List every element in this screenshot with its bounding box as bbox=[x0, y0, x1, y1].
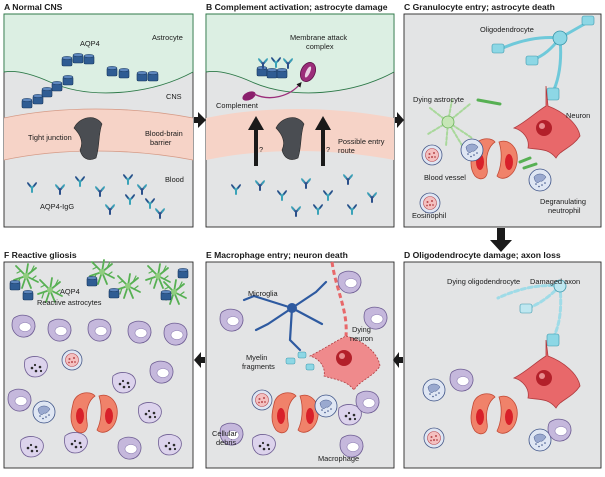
dying-astrocyte-label: Dying astrocyte bbox=[413, 95, 464, 104]
macrophage-f8 bbox=[117, 436, 142, 460]
eosinophil-f bbox=[61, 349, 83, 371]
mac-label-line2: complex bbox=[306, 42, 334, 51]
neuron-d bbox=[512, 339, 581, 409]
macrophage-d1 bbox=[449, 368, 474, 392]
debris-label-line1: Cellular bbox=[212, 429, 238, 438]
eosinophil-1 bbox=[421, 144, 443, 166]
neutrophil-f bbox=[32, 400, 56, 424]
macrophage-e3 bbox=[363, 306, 388, 330]
aqp4-label-f: AQP4 bbox=[60, 287, 80, 296]
eosinophil-e bbox=[251, 389, 273, 411]
dying-astrocyte bbox=[427, 98, 502, 153]
neutrophil-2 bbox=[528, 168, 552, 192]
microglia-label: Microglia bbox=[248, 289, 278, 298]
membrane-attack-complex bbox=[242, 62, 317, 101]
aqp4-label: AQP4 bbox=[80, 39, 100, 48]
unknown-left: ? bbox=[259, 145, 263, 154]
eosinophil-2 bbox=[419, 192, 441, 214]
macrophage-f4 bbox=[127, 320, 152, 344]
tight-junction-shape bbox=[73, 117, 103, 160]
neutrophil-label-line2: neutrophil bbox=[548, 206, 581, 215]
dying-neuron bbox=[308, 261, 381, 391]
tight-junction-label: Tight junction bbox=[28, 133, 72, 142]
panel-b-title: B Complement activation; astrocyte damag… bbox=[206, 2, 388, 12]
macrophage-e2 bbox=[337, 270, 362, 294]
myelin-label-line2: fragments bbox=[242, 362, 275, 371]
macrophage-f7 bbox=[7, 388, 32, 412]
astrocyte-label: Astrocyte bbox=[152, 33, 183, 42]
panel-d-title: D Oligodendrocyte damage; axon loss bbox=[404, 250, 561, 260]
debris-label-line2: debris bbox=[216, 438, 236, 447]
blood-label: Blood bbox=[165, 175, 184, 184]
macrophage-e4 bbox=[355, 390, 380, 414]
debris-e1 bbox=[251, 433, 276, 456]
entry-arrow-right: ? bbox=[315, 116, 331, 166]
arrow-d-to-e bbox=[393, 352, 403, 368]
entry-arrow-left: ? bbox=[248, 116, 264, 166]
blood-vessel-label: Blood vessel bbox=[424, 173, 466, 182]
entry-route-line2: route bbox=[338, 146, 355, 155]
aqp4-igg-label: AQP4-IgG bbox=[40, 202, 74, 211]
macrophage-e1 bbox=[219, 308, 244, 332]
macrophage-f1 bbox=[11, 314, 36, 338]
debris-f5 bbox=[157, 433, 182, 456]
panel-b: B Complement activation; astrocyte damag… bbox=[205, 2, 395, 228]
panel-e: E Macrophage entry; neuron death Microgl… bbox=[205, 250, 395, 469]
macrophage-f2 bbox=[47, 318, 72, 342]
debris-f6 bbox=[23, 355, 48, 378]
bbb-label-line2: barrier bbox=[150, 138, 172, 147]
debris-f4 bbox=[137, 401, 162, 424]
macrophage-d2 bbox=[547, 418, 572, 442]
arrow-c-to-d bbox=[490, 228, 512, 252]
macrophage-f6 bbox=[149, 360, 174, 384]
macrophage-f3 bbox=[87, 318, 112, 342]
panel-c: C Granulocyte entry; astrocyte death Oli… bbox=[403, 2, 602, 228]
reactive-astrocytes-label: Reactive astrocytes bbox=[37, 298, 102, 307]
astrocyte-membrane-b bbox=[205, 13, 395, 94]
neuron-label: Neuron bbox=[566, 111, 590, 120]
panel-c-title: C Granulocyte entry; astrocyte death bbox=[404, 2, 555, 12]
myelin-fragments bbox=[285, 351, 315, 371]
unknown-right: ? bbox=[326, 145, 330, 154]
arrow-e-to-f bbox=[194, 352, 205, 368]
arrow-a-to-b bbox=[194, 112, 206, 128]
panel-d: D Oligodendrocyte damage; axon loss Dyin… bbox=[403, 250, 602, 469]
complement-label: Complement bbox=[216, 101, 258, 110]
panel-e-title: E Macrophage entry; neuron death bbox=[206, 250, 348, 260]
cns-label: CNS bbox=[166, 92, 182, 101]
microglia bbox=[242, 280, 328, 352]
oligodendrocyte-label: Oligodendrocyte bbox=[480, 25, 534, 34]
panel-f-title: F Reactive gliosis bbox=[4, 250, 77, 260]
macrophage-f5 bbox=[163, 322, 188, 346]
flow-arrows bbox=[194, 112, 512, 368]
arrow-b-to-c bbox=[395, 112, 404, 128]
damaged-axon-label: Damaged axon bbox=[530, 277, 580, 286]
eosinophil-d bbox=[423, 427, 445, 449]
neutrophil-d1 bbox=[422, 378, 446, 402]
debris-f2 bbox=[63, 431, 88, 454]
dying-neuron-label-line2: neuron bbox=[350, 334, 373, 343]
neutrophil-1 bbox=[460, 138, 484, 162]
dying-oligo-label: Dying oligodendrocyte bbox=[447, 277, 520, 286]
panel-a-title: A Normal CNS bbox=[4, 2, 63, 12]
oligodendrocyte-c bbox=[491, 15, 595, 101]
entry-route-line1: Possible entry bbox=[338, 137, 385, 146]
debris-f3 bbox=[111, 371, 136, 394]
dying-neuron-label-line1: Dying bbox=[352, 325, 371, 334]
debris-f1 bbox=[19, 435, 44, 458]
panel-f: F Reactive gliosis AQP4 Reactive astrocy… bbox=[3, 250, 194, 469]
neutrophil-e bbox=[314, 394, 338, 418]
neutrophil-label-line1: Degranulating bbox=[540, 197, 586, 206]
neutrophil-d2 bbox=[528, 428, 552, 452]
mac-label-line1: Membrane attack bbox=[290, 33, 347, 42]
eosinophil-label: Eosinophil bbox=[412, 211, 446, 220]
panel-a: A Normal CNS Astrocyte AQP4 CNS Tight ju… bbox=[3, 2, 194, 228]
bbb-label-line1: Blood-brain bbox=[145, 129, 183, 138]
macrophage-label: Macrophage bbox=[318, 454, 359, 463]
myelin-label-line1: Myelin bbox=[246, 353, 267, 362]
neuron-c bbox=[512, 85, 581, 159]
dying-oligodendrocyte bbox=[496, 279, 567, 347]
